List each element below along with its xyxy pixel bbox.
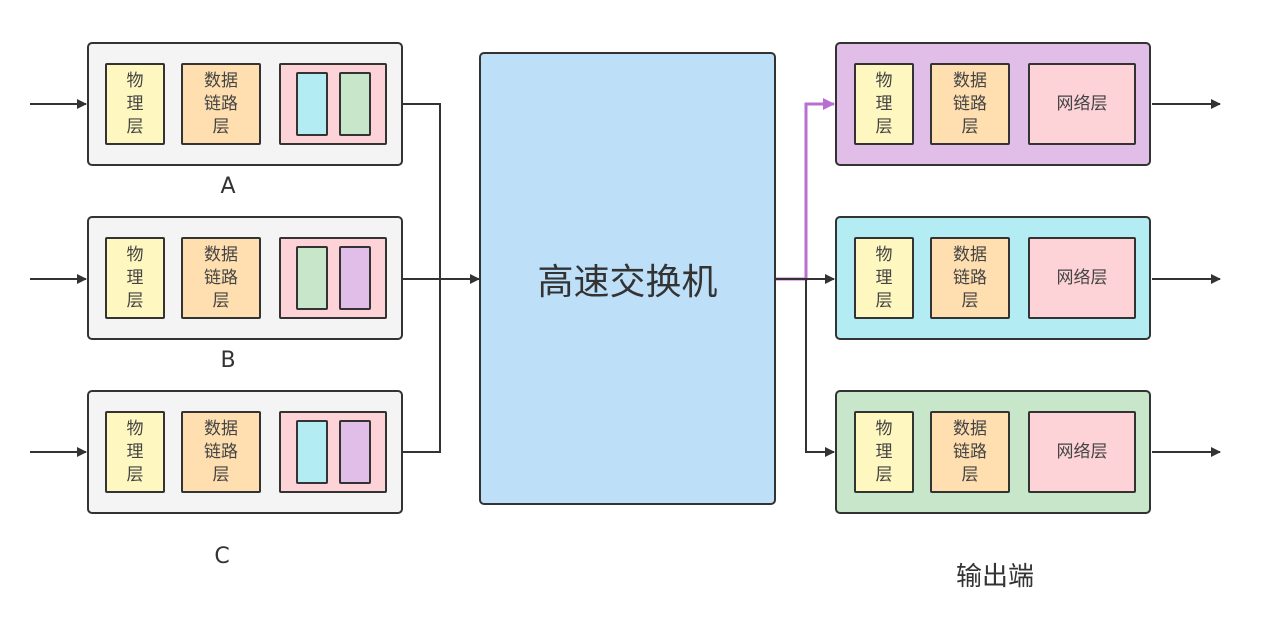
high-speed-switch: 高速交换机 [479, 52, 776, 505]
input-c-physical-layer: 物 理 层 [105, 411, 165, 493]
input-a-queue-slot-2 [339, 72, 371, 136]
input-a-datalink-layer: 数据 链路 层 [181, 63, 261, 145]
output-3-datalink-layer: 数据 链路 层 [930, 411, 1010, 493]
output-2-network-layer: 网络层 [1028, 237, 1136, 319]
input-b-queue [279, 237, 387, 319]
input-a-label: A [220, 174, 236, 199]
input-b-queue-slot-1 [296, 246, 328, 310]
merge-line-c [403, 279, 441, 453]
switch-output-top [776, 98, 835, 281]
output-3-physical-layer: 物 理 层 [854, 411, 914, 493]
output-1-network-layer: 网络层 [1028, 63, 1136, 145]
output-1-datalink-layer: 数据 链路 层 [930, 63, 1010, 145]
input-b-physical-layer: 物 理 层 [105, 237, 165, 319]
output-2-physical-layer: 物 理 层 [854, 237, 914, 319]
input-a-queue [279, 63, 387, 145]
output-2-datalink-layer: 数据 链路 层 [930, 237, 1010, 319]
input-c-queue [279, 411, 387, 493]
output-1-physical-layer: 物 理 层 [854, 63, 914, 145]
input-a-queue-slot-1 [296, 72, 328, 136]
input-b-queue-slot-2 [339, 246, 371, 310]
input-b-label: B [220, 348, 236, 373]
input-c-queue-slot-2 [339, 420, 371, 484]
input-c-label: C [214, 544, 230, 569]
output-side-label: 输出端 [955, 562, 1034, 592]
input-b-datalink-layer: 数据 链路 层 [181, 237, 261, 319]
switch-output-bottom [805, 279, 835, 457]
merge-line-a [403, 103, 441, 279]
input-a-physical-layer: 物 理 层 [105, 63, 165, 145]
input-c-queue-slot-1 [296, 420, 328, 484]
output-3-network-layer: 网络层 [1028, 411, 1136, 493]
input-c-datalink-layer: 数据 链路 层 [181, 411, 261, 493]
